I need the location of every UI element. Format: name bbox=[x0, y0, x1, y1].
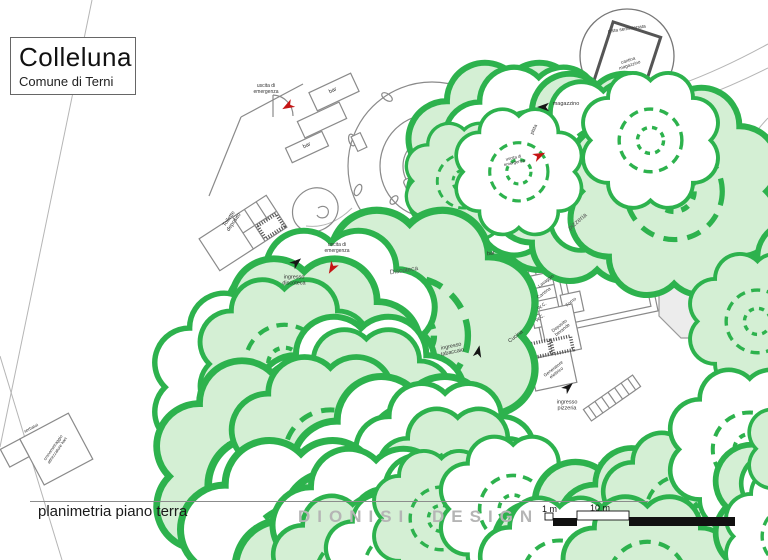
label-ingresso-discoteca: ingresso discoteca bbox=[282, 274, 306, 287]
label-uscita-emergenza-2: uscita di emergenza bbox=[324, 242, 350, 254]
kart-building bbox=[0, 412, 94, 486]
striped-walkway bbox=[582, 374, 642, 422]
bar-kiosk-top bbox=[308, 72, 360, 112]
project-subtitle: Comune di Terni bbox=[19, 74, 114, 89]
project-title: Colleluna bbox=[19, 42, 132, 72]
label-uscita-emergenza-1: uscita di emergenza bbox=[253, 83, 279, 95]
title-block: Colleluna Comune di Terni bbox=[10, 37, 136, 95]
label-bar-discoteca: bar bbox=[486, 250, 496, 258]
label-magazzino: magazzino bbox=[552, 100, 580, 107]
drawing-caption: planimetria piano terra bbox=[38, 503, 188, 520]
scale-bar bbox=[544, 510, 735, 526]
label-ingresso-pizzeria: ingresso pizzeria bbox=[556, 399, 578, 412]
toilette-building bbox=[198, 194, 288, 272]
kiosk-middle bbox=[296, 101, 348, 139]
bar-kiosk-low bbox=[284, 130, 330, 164]
scale-label-1m: 1 m bbox=[542, 504, 558, 514]
designer-logo: DIONISI DESIGN bbox=[298, 507, 540, 526]
scale-label-10m: 10 m bbox=[590, 503, 611, 513]
